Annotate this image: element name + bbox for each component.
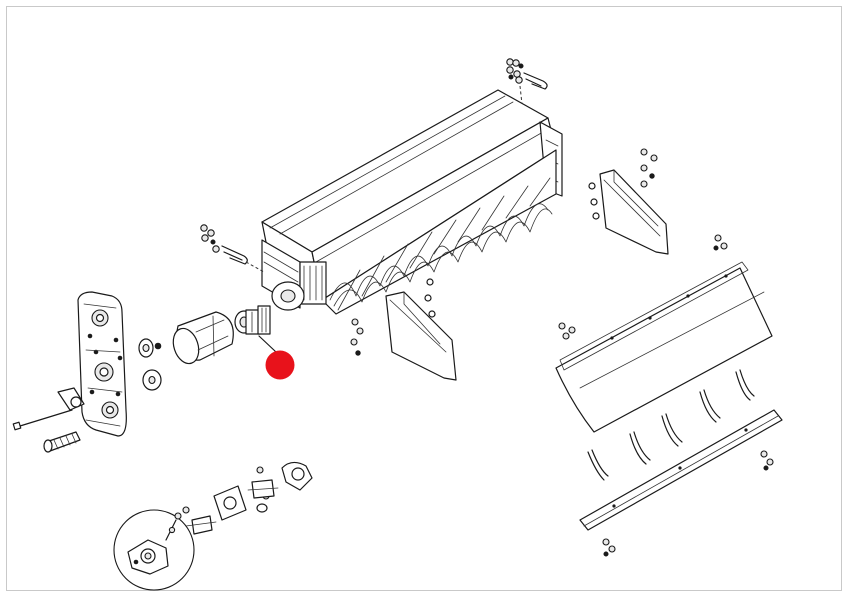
deflector-shield	[555, 234, 773, 433]
right-upper-bracket	[588, 148, 669, 255]
auger-housing	[261, 89, 563, 315]
washers-group	[138, 338, 162, 391]
gearbox-housing	[57, 291, 127, 437]
top-hardware-group	[506, 58, 548, 105]
curved-straps	[587, 369, 755, 481]
drive-coupling-part	[234, 305, 277, 353]
detail-inset	[113, 509, 195, 591]
universal-joint-assembly	[182, 461, 313, 535]
diagram-frame	[6, 6, 842, 591]
center-bracket	[350, 278, 457, 381]
selected-part-marker[interactable]	[265, 350, 295, 380]
lower-skid-bar	[579, 409, 783, 557]
cylindrical-guard	[172, 311, 234, 365]
left-hardware-group	[200, 224, 265, 273]
bolt-and-shaft	[12, 409, 81, 453]
